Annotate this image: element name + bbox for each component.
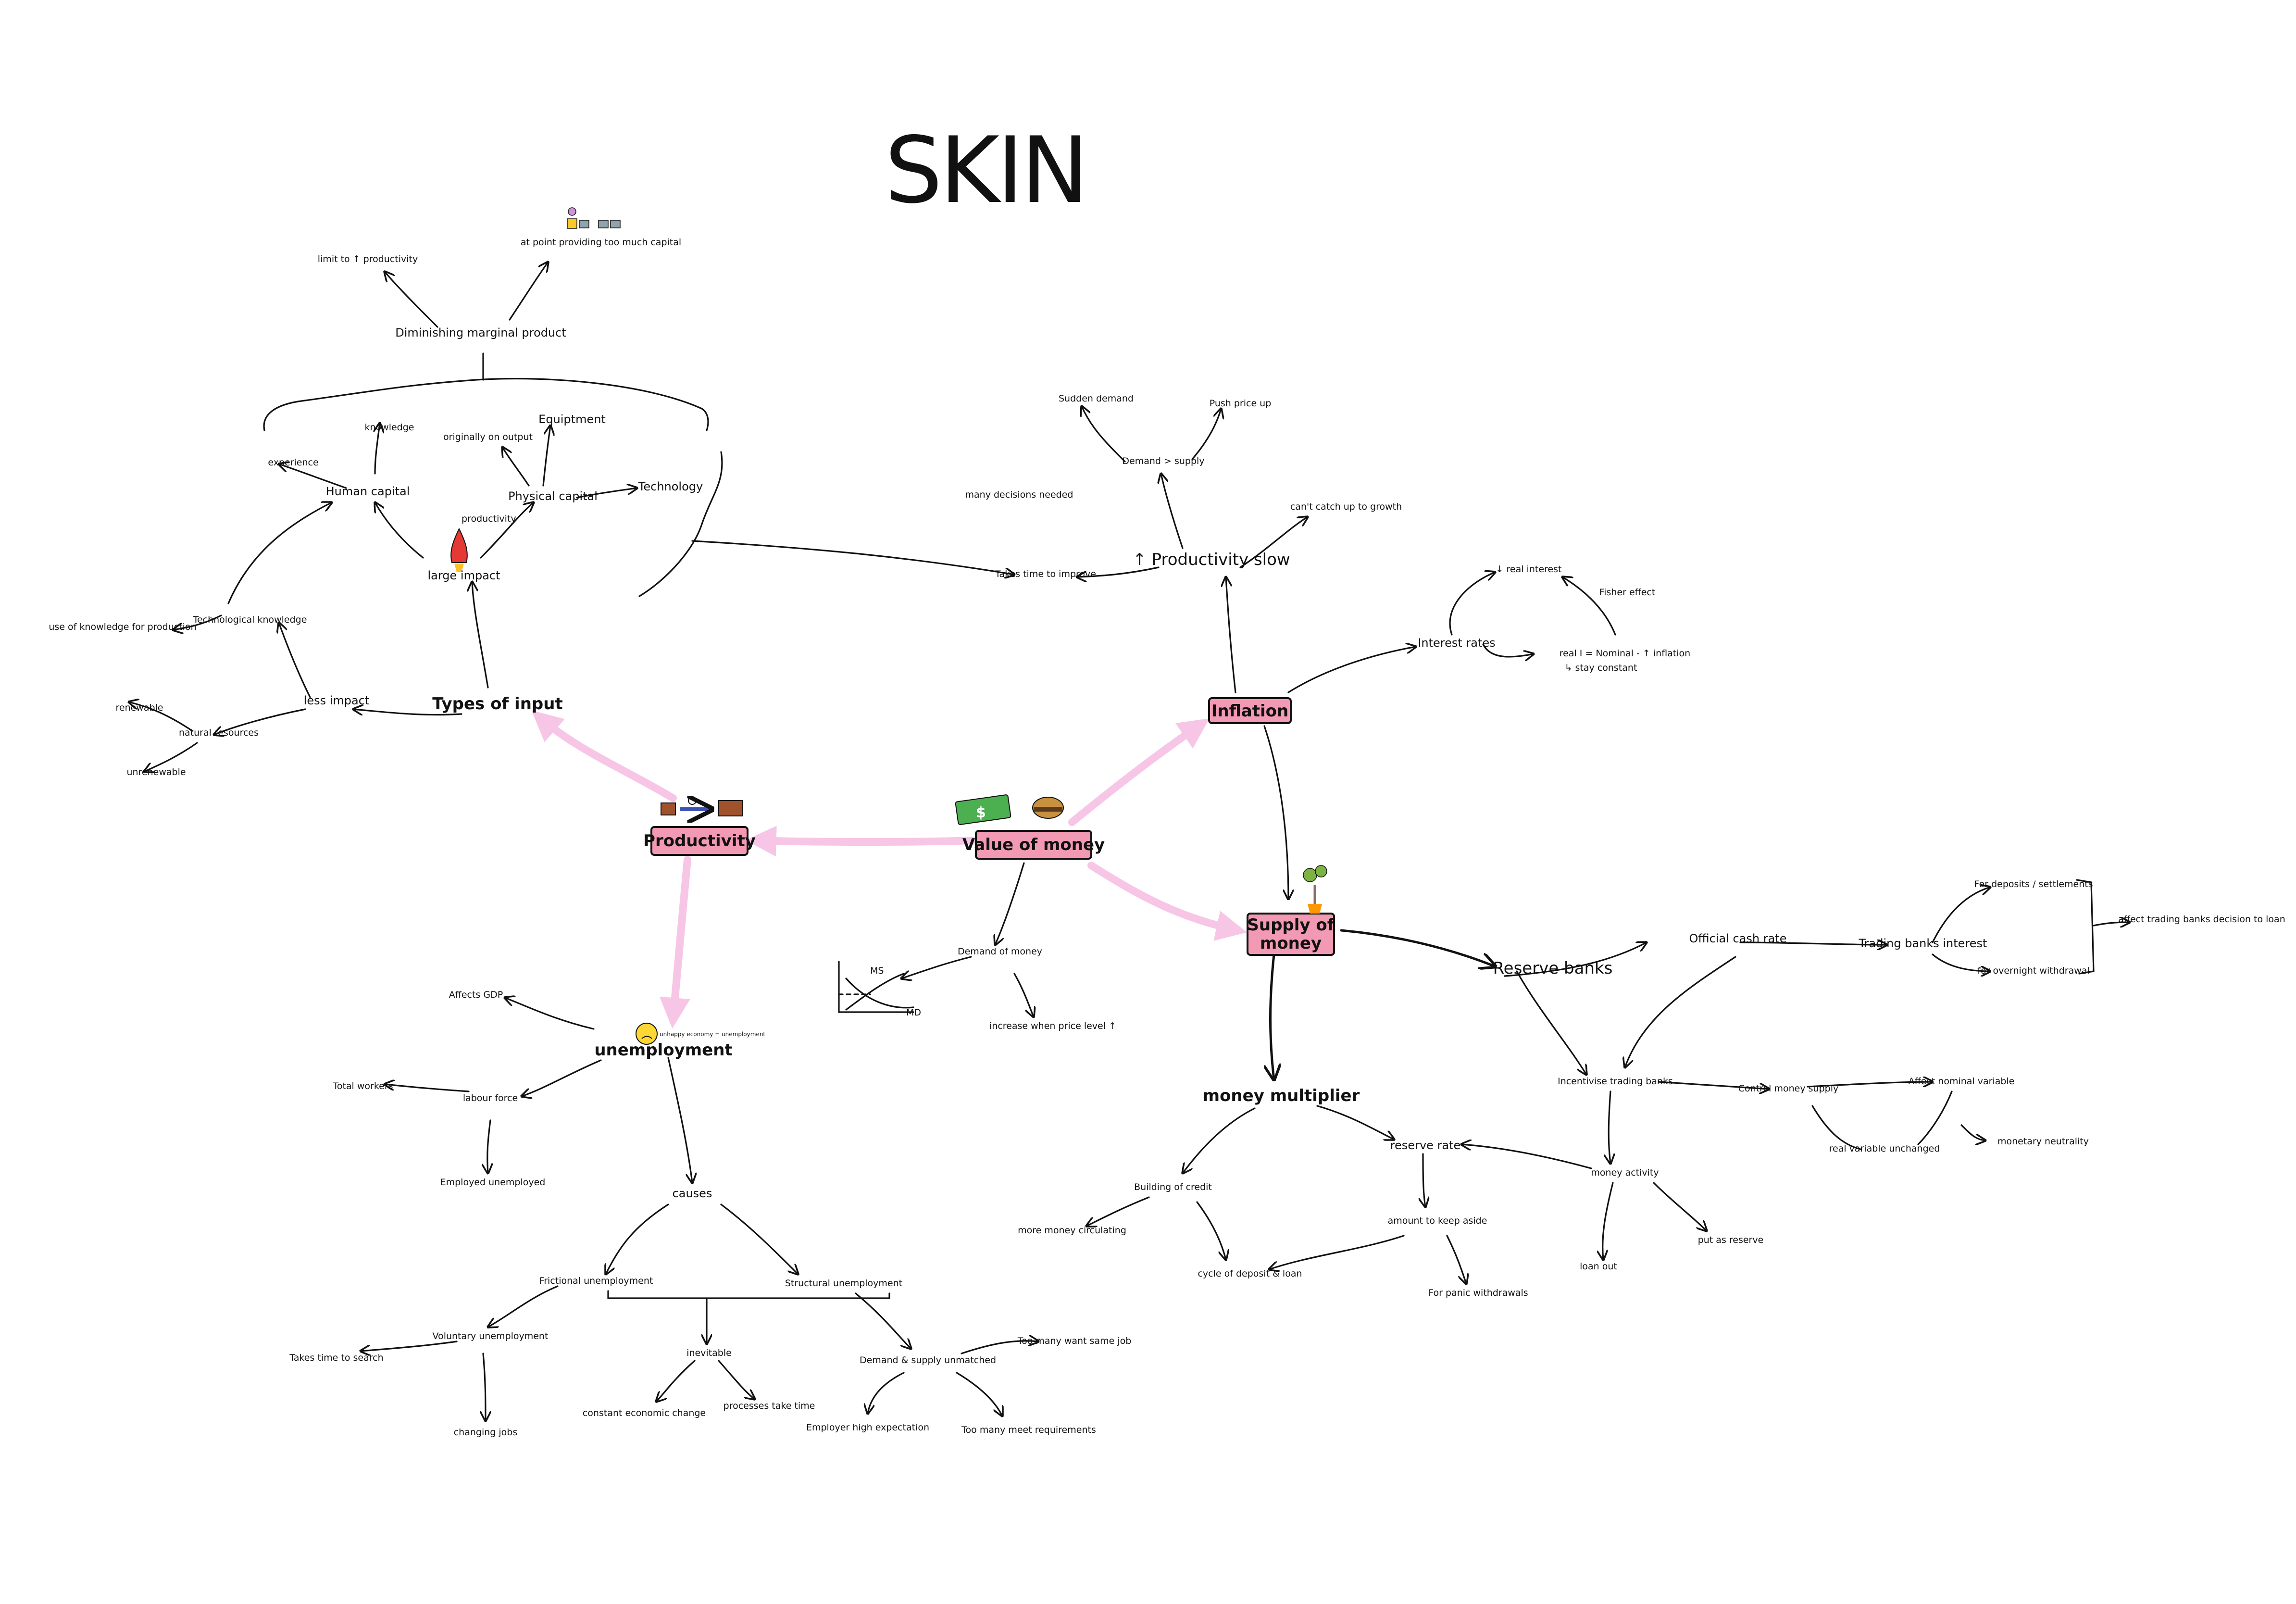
inflation-label: Inflation bbox=[1211, 702, 1288, 721]
productivity-doodle-icon bbox=[661, 797, 743, 816]
increase-price-label: increase when price level ↑ bbox=[989, 1021, 1116, 1031]
panic-withdrawal-label: For panic withdrawals bbox=[1428, 1288, 1528, 1298]
originally-on-output-label: originally on output bbox=[443, 432, 533, 442]
loan-out-label: loan out bbox=[1580, 1261, 1617, 1272]
fisher-effect-label: Fisher effect bbox=[1599, 587, 1656, 598]
causes-label: causes bbox=[673, 1187, 712, 1200]
process-time-label: processes take time bbox=[724, 1401, 815, 1411]
unemployment-branch: unemployment Affects GDP labour force To… bbox=[289, 990, 1131, 1438]
rocket-caption: productivity bbox=[462, 514, 516, 524]
frictional-label: Frictional unemployment bbox=[539, 1276, 653, 1286]
at-point-label: at point providing too much capital bbox=[521, 237, 681, 248]
sad-face-icon bbox=[636, 1023, 658, 1045]
demand-supply-label: Demand > supply bbox=[1122, 456, 1204, 466]
svg-text:$: $ bbox=[976, 804, 986, 821]
voluntary-label: Voluntary unemployment bbox=[433, 1331, 549, 1341]
central-node-inflation[interactable]: Inflation bbox=[1208, 697, 1292, 724]
use-of-knowledge-label: use of knowledge for production bbox=[49, 622, 196, 632]
limit-productivity-label: limit to ↑ productivity bbox=[318, 254, 418, 264]
push-price-label: Push price up bbox=[1210, 398, 1272, 409]
put-reserve-label: put as reserve bbox=[1698, 1235, 1764, 1245]
unrenewable-label: unrenewable bbox=[126, 767, 186, 777]
capital-doodle-icon bbox=[567, 207, 621, 229]
many-decisions-label: many decisions needed bbox=[965, 489, 1073, 500]
supply-branch: money multiplier Building of credit more… bbox=[1018, 879, 2285, 1298]
too-many-meet-label: Too many meet requirements bbox=[961, 1425, 1096, 1435]
building-credit-label: Building of credit bbox=[1134, 1182, 1212, 1192]
too-many-want-label: Too many want same job bbox=[1017, 1336, 1132, 1346]
interest-rates-label: Interest rates bbox=[1418, 636, 1495, 650]
types-of-input-label: Types of input bbox=[432, 694, 562, 714]
real-interest-label: ↓ real interest bbox=[1496, 564, 1562, 575]
control-supply-label: Control money supply bbox=[1738, 1083, 1838, 1094]
ms-label: MS bbox=[870, 965, 884, 976]
for-overnight-label: for overnight withdrawal bbox=[1977, 965, 2089, 976]
constant-change-label: constant economic change bbox=[583, 1408, 706, 1418]
money-activity-label: money activity bbox=[1591, 1167, 1659, 1178]
affects-gdp-label: Affects GDP bbox=[449, 990, 503, 1000]
affect-trading-label: affect trading banks decision to loan bbox=[2118, 914, 2285, 925]
md-label: MD bbox=[906, 1007, 921, 1018]
natural-resources-label: natural resources bbox=[179, 727, 259, 738]
labour-force-label: labour force bbox=[463, 1093, 518, 1103]
knowledge-label: knowledge bbox=[365, 422, 414, 433]
productivity-branch: Types of input large impact less impact … bbox=[49, 237, 703, 777]
monetary-neutrality-label: monetary neutrality bbox=[1997, 1136, 2089, 1147]
diminishing-marginal-label: Diminishing marginal product bbox=[395, 326, 566, 339]
amount-keep-label: amount to keep aside bbox=[1388, 1216, 1487, 1226]
page-title: SKIN bbox=[885, 117, 1086, 224]
reserve-rate-label: reserve rate bbox=[1390, 1139, 1461, 1152]
for-deposits-label: For deposits / settlements bbox=[1974, 879, 2093, 890]
employer-expectation-label: Employer high expectation bbox=[806, 1422, 929, 1433]
renewable-label: renewable bbox=[115, 702, 163, 713]
experience-label: experience bbox=[268, 457, 318, 468]
reserve-banks-label: Reserve banks bbox=[1493, 959, 1613, 978]
money-tree-icon bbox=[1303, 865, 1327, 914]
incentivise-label: Incentivise trading banks bbox=[1558, 1076, 1673, 1087]
real-variable-label: real variable unchanged bbox=[1829, 1143, 1940, 1154]
money-burger-icon: $ bbox=[955, 794, 1064, 825]
stay-constant-label: ↳ stay constant bbox=[1565, 663, 1637, 673]
large-impact-label: large impact bbox=[427, 569, 500, 582]
real-formula-label: real I = Nominal - ↑ inflation bbox=[1560, 648, 1690, 659]
money-demand-branch: Demand of money increase when price leve… bbox=[870, 946, 1116, 1031]
central-node-value-of-money[interactable]: Value of money bbox=[962, 830, 1105, 860]
inevitable-label: inevitable bbox=[686, 1348, 732, 1358]
sudden-demand-label: Sudden demand bbox=[1059, 393, 1134, 404]
more-money-label: more money circulating bbox=[1018, 1225, 1126, 1236]
central-node-productivity[interactable]: Productivity bbox=[643, 826, 756, 856]
physical-capital-label: Physical capital bbox=[508, 489, 598, 503]
technology-label: Technology bbox=[638, 480, 703, 493]
takes-time-label: Takes time to improve bbox=[995, 569, 1096, 579]
equipment-label: Equiptment bbox=[538, 413, 606, 426]
less-impact-label: less impact bbox=[304, 694, 370, 707]
productivity-label: Productivity bbox=[643, 831, 756, 851]
demand-of-money-label: Demand of money bbox=[958, 946, 1042, 957]
unemployment-label: unemployment bbox=[594, 1040, 732, 1060]
technological-knowledge-label: Technological knowledge bbox=[193, 614, 307, 625]
structural-label: Structural unemployment bbox=[785, 1278, 902, 1289]
money-multiplier-label: money multiplier bbox=[1203, 1086, 1360, 1105]
trading-banks-interest-label: Trading banks interest bbox=[1859, 937, 1987, 950]
takes-time-search-label: Takes time to search bbox=[289, 1353, 383, 1363]
inflation-branch: ↑ Productivity slow Demand > supply Sudd… bbox=[965, 393, 1691, 673]
demand-supply-unmatched-label: Demand & supply unmatched bbox=[860, 1355, 996, 1366]
official-cash-rate-label: Official cash rate bbox=[1689, 932, 1787, 945]
sad-face-caption: unhappy economy = unemployment bbox=[660, 1031, 765, 1038]
ink-connectors bbox=[129, 262, 2130, 1421]
pink-connectors bbox=[531, 710, 1247, 1029]
productivity-slow-label: ↑ Productivity slow bbox=[1133, 550, 1290, 569]
affect-nominal-label: Affect nominal variable bbox=[1909, 1076, 2015, 1087]
rocket-icon bbox=[450, 527, 468, 572]
human-capital-label: Human capital bbox=[326, 485, 410, 498]
employed-unemployed-label: Employed unemployed bbox=[440, 1177, 546, 1188]
value-of-money-label: Value of money bbox=[962, 835, 1105, 854]
changing-jobs-label: changing jobs bbox=[454, 1427, 518, 1438]
cycle-deposit-label: cycle of deposit & loan bbox=[1198, 1268, 1302, 1279]
total-workers-label: Total workers bbox=[332, 1081, 393, 1091]
cant-catch-up-label: can't catch up to growth bbox=[1290, 501, 1402, 512]
